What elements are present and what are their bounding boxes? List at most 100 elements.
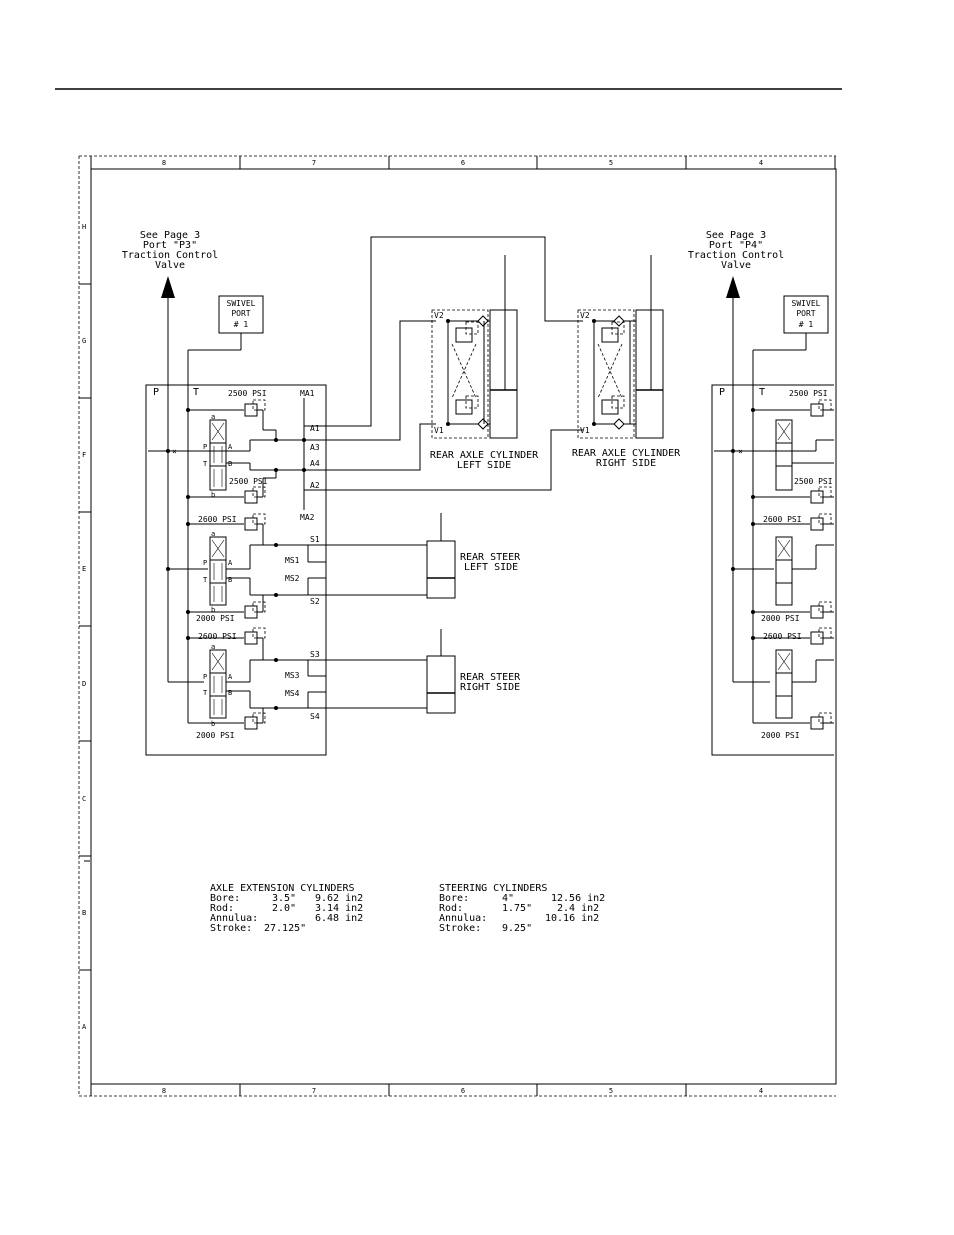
spec-size: 1.75" (502, 903, 532, 914)
row-label: D (82, 680, 86, 688)
valve-letter: a (211, 413, 215, 421)
valve-letter: b (211, 606, 215, 614)
column-labels: 8 7 6 5 4 8 7 6 5 4 (162, 159, 763, 1095)
swivel-label: PORT (231, 309, 250, 318)
counterbalance-valve-icon (448, 315, 490, 343)
valve-letter: P (203, 673, 207, 681)
port-label-a2: A2 (310, 481, 320, 490)
col-label-top: 4 (759, 159, 763, 167)
rear-steer-cylinder-left: REAR STEER LEFT SIDE (426, 513, 521, 599)
row-label: G (82, 337, 86, 345)
port-label-ma2: MA2 (300, 513, 315, 522)
valve-letter: A (228, 443, 233, 451)
relief-pressure-label: 2500 PSI (794, 477, 833, 486)
directional-valve-icon (775, 649, 793, 719)
relief-pressure-label: 2500 PSI (789, 389, 828, 398)
port-label-a4: A4 (310, 459, 320, 468)
cylinder-label: RIGHT SIDE (596, 458, 656, 469)
relief-valve-icon (244, 708, 266, 730)
rear-steer-cylinder-right: REAR STEER RIGHT SIDE (426, 629, 521, 714)
cylinder-label: LEFT SIDE (457, 460, 511, 471)
directional-valve-icon: a b P T A B (203, 413, 233, 499)
col-label-top: 5 (609, 159, 613, 167)
cylinder-label: LEFT SIDE (464, 562, 518, 573)
relief-valve-icon (244, 513, 266, 545)
swivel-port-box: SWIVEL PORT # 1 (187, 295, 264, 723)
spec-area: 9.62 in2 (315, 893, 363, 904)
port-label-v1: V1 (580, 426, 590, 435)
relief-pressure-label: 2500 PSI (228, 389, 267, 398)
spec-area: 6.48 in2 (315, 913, 363, 924)
cylinder-label: REAR STEER (460, 672, 521, 683)
relief-valve-icon (810, 513, 834, 531)
port-label-p: P (153, 387, 159, 398)
reference-line: Traction Control (122, 250, 218, 261)
spec-size: 4" (502, 893, 514, 904)
swivel-label: SWIVEL (792, 299, 821, 308)
swivel-label: PORT (796, 309, 815, 318)
port-label-ms3: MS3 (285, 671, 300, 680)
cylinder-label: REAR STEER (460, 552, 521, 563)
spec-label: Bore: (439, 893, 469, 904)
spec-label: Stroke: (439, 923, 481, 934)
valve-letter: T (203, 689, 208, 697)
spec-label: Bore: (210, 893, 240, 904)
spec-size: 9.25" (502, 923, 532, 934)
reference-line: Valve (721, 260, 751, 271)
port-label-ma1: MA1 (300, 389, 315, 398)
valve-letter: P (203, 559, 207, 567)
port-label-ms4: MS4 (285, 689, 300, 698)
spec-label: Annulua: (210, 913, 258, 924)
port-label-t: T (193, 387, 199, 398)
flow-arrow-icon (726, 276, 740, 298)
row-label: E (82, 565, 86, 573)
row-label: F (82, 451, 86, 459)
cylinder-label: REAR AXLE CYLINDER (572, 448, 681, 459)
col-label-bottom: 6 (461, 1087, 465, 1095)
valve-letter: P (203, 443, 207, 451)
swivel-label: # 1 (234, 320, 249, 329)
row-label: C (82, 795, 86, 803)
swivel-label: SWIVEL (227, 299, 256, 308)
relief-pressure-label: 2600 PSI (198, 632, 237, 641)
relief-valve-icon (810, 712, 834, 730)
relief-valve-icon (244, 627, 266, 660)
relief-pressure-label: 2000 PSI (761, 731, 800, 740)
relief-valve-icon (810, 399, 834, 417)
valve-manifold-right: P T 2500 PSI 2500 PSI 2600 PSI 2000 PSI … (711, 384, 834, 756)
relief-valve-icon (810, 601, 834, 619)
spec-size: 2.0" (272, 903, 296, 914)
directional-valve-icon (775, 536, 793, 606)
flow-arrow-icon (161, 276, 175, 298)
directional-valve-icon: a b P T A B (203, 643, 233, 728)
port-label-a1: A1 (310, 424, 320, 433)
col-label-bottom: 5 (609, 1087, 613, 1095)
port-label-ms1: MS1 (285, 556, 300, 565)
port-label-p: P (719, 387, 725, 398)
check-cross-icon: × (738, 447, 743, 456)
valve-letter: B (228, 689, 232, 697)
row-label: A (82, 1023, 87, 1031)
spec-area: 3.14 in2 (315, 903, 363, 914)
relief-pressure-label: 2600 PSI (198, 515, 237, 524)
spec-title: AXLE EXTENSION CYLINDERS (210, 883, 355, 894)
row-label: B (82, 909, 86, 917)
valve-letter: b (211, 720, 215, 728)
relief-valve-icon (810, 486, 834, 504)
relief-valve-icon (810, 627, 834, 645)
port-label-s1: S1 (310, 535, 320, 544)
port-label-t: T (759, 387, 765, 398)
counterbalance-valve-icon (448, 395, 490, 430)
port-label-ms2: MS2 (285, 574, 300, 583)
spec-size: 27.125" (264, 923, 306, 934)
valve-letter: B (228, 460, 232, 468)
relief-pressure-label: 2000 PSI (761, 614, 800, 623)
col-label-top: 8 (162, 159, 166, 167)
port-label-v2: V2 (580, 311, 590, 320)
relief-valve-icon (244, 595, 266, 619)
spec-size: 3.5" (272, 893, 296, 904)
valve-letter: A (228, 673, 233, 681)
spec-area: 2.4 in2 (557, 903, 599, 914)
spec-label: Stroke: (210, 923, 252, 934)
